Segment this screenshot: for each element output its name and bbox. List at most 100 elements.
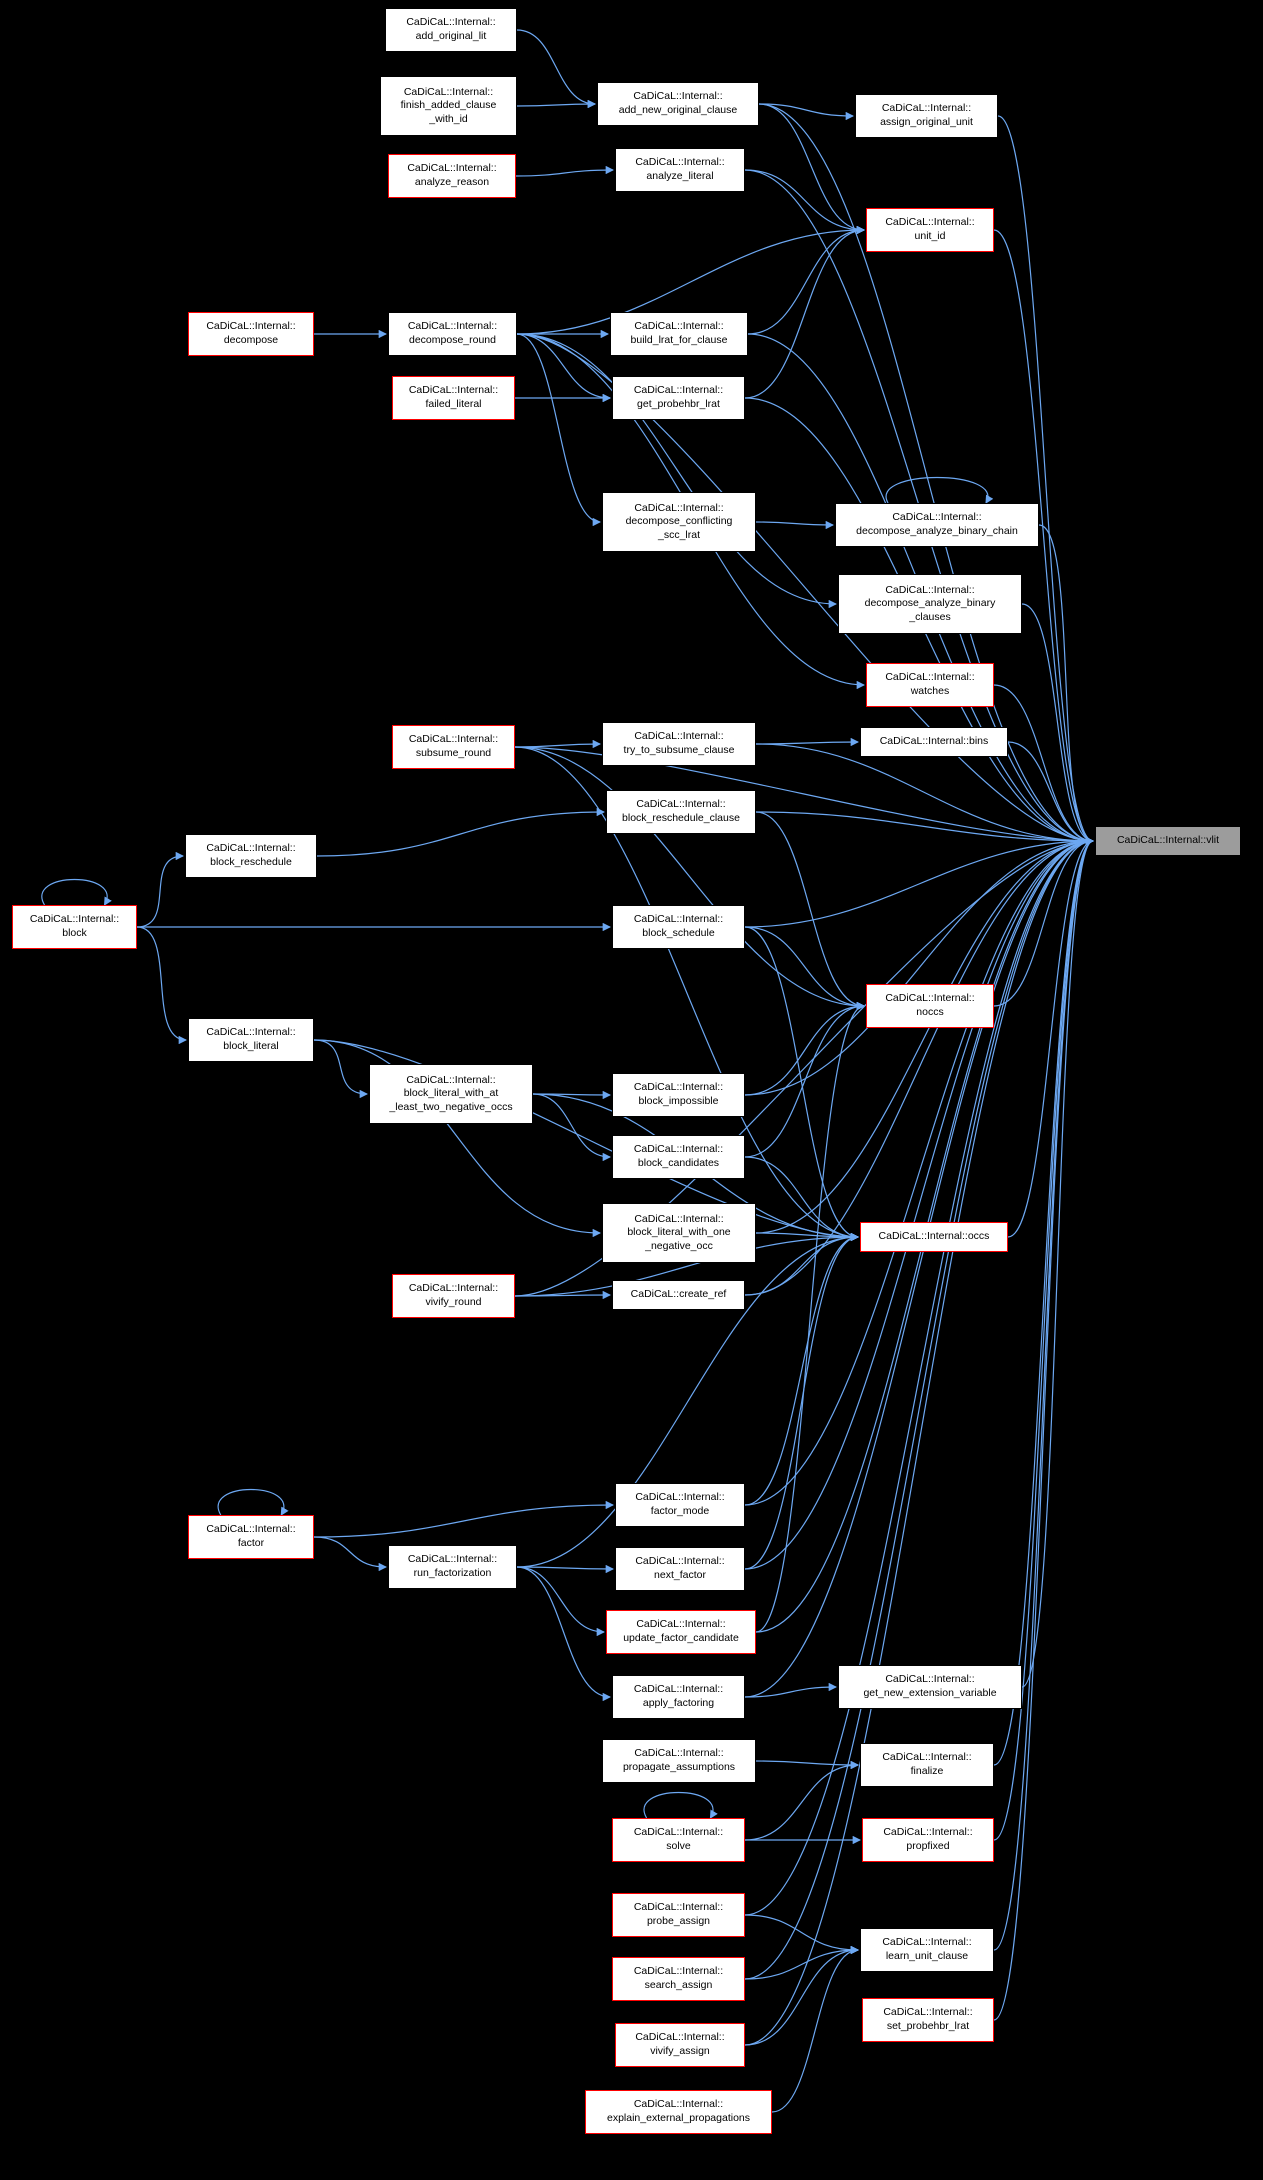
node-finalize[interactable]: CaDiCaL::Internal:: finalize [860,1743,994,1787]
node-block_literal_with_one_negative_occ[interactable]: CaDiCaL::Internal:: block_literal_with_o… [602,1203,756,1263]
node-vlit: CaDiCaL::Internal::vlit [1095,826,1241,856]
node-label: CaDiCaL::Internal:: decompose_analyze_bi… [856,511,1018,537]
node-bins[interactable]: CaDiCaL::Internal::bins [860,727,1008,757]
node-propagate_assumptions[interactable]: CaDiCaL::Internal:: propagate_assumption… [602,1739,756,1783]
edge-block_reschedule_clause--vlit [755,811,1095,846]
edge-get_probehbr_lrat--unit_id [744,225,866,399]
edge-set_probehbr_lrat--vlit [993,836,1095,2021]
node-block_candidates[interactable]: CaDiCaL::Internal:: block_candidates [612,1135,745,1179]
edge-block_impossible--vlit [744,836,1095,1096]
edge-block_literal_with_one_negative_occ--occs [755,1232,860,1242]
node-learn_unit_clause[interactable]: CaDiCaL::Internal:: learn_unit_clause [860,1928,994,1972]
node-label: CaDiCaL::Internal:: next_factor [635,1555,725,1581]
node-factor_mode[interactable]: CaDiCaL::Internal:: factor_mode [615,1483,745,1527]
edge-explain_external_propagations--learn_unit_clause [771,1945,860,2113]
node-decompose_analyze_binary_chain[interactable]: CaDiCaL::Internal:: decompose_analyze_bi… [835,503,1039,547]
node-label: CaDiCaL::Internal:: decompose_round [407,320,498,346]
edge-next_factor--occs [744,1232,860,1570]
node-add_new_original_clause[interactable]: CaDiCaL::Internal:: add_new_original_cla… [597,82,759,126]
node-decompose[interactable]: CaDiCaL::Internal:: decompose [188,312,314,356]
node-explain_external_propagations[interactable]: CaDiCaL::Internal:: explain_external_pro… [585,2090,772,2134]
edge-finish_added_clause_with_id--add_new_original_clause [516,99,597,109]
node-next_factor[interactable]: CaDiCaL::Internal:: next_factor [615,1547,745,1591]
edge-run_factorization--update_factor_candidate [516,1566,606,1637]
node-label: CaDiCaL::Internal:: assign_original_unit [880,102,973,128]
node-block[interactable]: CaDiCaL::Internal:: block [12,905,137,949]
node-vivify_round[interactable]: CaDiCaL::Internal:: vivify_round [392,1274,515,1318]
edge-block_reschedule--block_reschedule_clause [316,807,606,857]
node-analyze_reason[interactable]: CaDiCaL::Internal:: analyze_reason [388,154,516,198]
node-label: CaDiCaL::create_ref [630,1288,727,1301]
node-try_to_subsume_clause[interactable]: CaDiCaL::Internal:: try_to_subsume_claus… [602,722,756,766]
node-probe_assign[interactable]: CaDiCaL::Internal:: probe_assign [612,1893,745,1937]
node-decompose_round[interactable]: CaDiCaL::Internal:: decompose_round [388,312,517,356]
node-search_assign[interactable]: CaDiCaL::Internal:: search_assign [612,1957,745,2001]
node-assign_original_unit[interactable]: CaDiCaL::Internal:: assign_original_unit [855,94,998,138]
edge-block--block_literal [136,926,188,1045]
node-label: CaDiCaL::Internal:: decompose [206,320,296,346]
edge-block_literal_with_at_least_two_negative_occs--block_candidates [532,1093,612,1162]
edge-run_factorization--next_factor [516,1564,615,1574]
node-block_literal_with_at_least_two_negative_occs[interactable]: CaDiCaL::Internal:: block_literal_with_a… [369,1064,533,1124]
node-apply_factoring[interactable]: CaDiCaL::Internal:: apply_factoring [612,1675,745,1719]
edge-block_schedule--occs [744,926,860,1242]
node-noccs[interactable]: CaDiCaL::Internal:: noccs [866,984,994,1028]
node-block_impossible[interactable]: CaDiCaL::Internal:: block_impossible [612,1073,745,1117]
edge-finalize--vlit [993,836,1095,1766]
node-block_schedule[interactable]: CaDiCaL::Internal:: block_schedule [612,905,745,949]
edge-create_ref--occs [744,1232,860,1296]
node-label: CaDiCaL::Internal:: apply_factoring [633,1683,724,1709]
edge-update_factor_candidate--noccs [755,1001,866,1633]
edge-subsume_round--noccs [514,746,866,1011]
edge-factor_mode--occs [744,1232,860,1506]
edge-block_literal_with_at_least_two_negative_occs--block_impossible [532,1090,612,1100]
node-decompose_analyze_binary_clauses[interactable]: CaDiCaL::Internal:: decompose_analyze_bi… [838,574,1022,634]
node-get_probehbr_lrat[interactable]: CaDiCaL::Internal:: get_probehbr_lrat [612,376,745,420]
node-label: CaDiCaL::Internal:: vivify_round [408,1282,499,1308]
node-label: CaDiCaL::Internal:: get_new_extension_va… [863,1673,997,1699]
node-label: CaDiCaL::Internal::vlit [1116,834,1220,847]
node-block_literal[interactable]: CaDiCaL::Internal:: block_literal [188,1018,314,1062]
node-subsume_round[interactable]: CaDiCaL::Internal:: subsume_round [392,725,515,769]
node-label: CaDiCaL::Internal:: unit_id [885,216,975,242]
node-label: CaDiCaL::Internal:: propagate_assumption… [622,1747,736,1773]
node-run_factorization[interactable]: CaDiCaL::Internal:: run_factorization [388,1545,517,1589]
edge-assign_original_unit--vlit [997,115,1095,846]
node-create_ref[interactable]: CaDiCaL::create_ref [612,1280,745,1310]
node-unit_id[interactable]: CaDiCaL::Internal:: unit_id [866,208,994,252]
edge-decompose_analyze_binary_chain--decompose_analyze_binary_chain [885,477,994,504]
node-factor[interactable]: CaDiCaL::Internal:: factor [188,1515,314,1559]
edge-solve--finalize [744,1760,860,1841]
node-decompose_conflicting_scc_lrat[interactable]: CaDiCaL::Internal:: decompose_conflictin… [602,492,756,552]
edge-solve--solve [643,1791,718,1819]
node-add_original_lit[interactable]: CaDiCaL::Internal:: add_original_lit [385,8,517,52]
node-build_lrat_for_clause[interactable]: CaDiCaL::Internal:: build_lrat_for_claus… [610,312,748,356]
node-label: CaDiCaL::Internal:: search_assign [633,1965,724,1991]
node-finish_added_clause_with_id[interactable]: CaDiCaL::Internal:: finish_added_clause … [380,76,517,136]
node-failed_literal[interactable]: CaDiCaL::Internal:: failed_literal [392,376,515,420]
edge-block_candidates--occs [744,1156,860,1242]
edge-factor--run_factorization [313,1536,388,1572]
node-update_factor_candidate[interactable]: CaDiCaL::Internal:: update_factor_candid… [606,1610,756,1654]
node-occs[interactable]: CaDiCaL::Internal::occs [860,1222,1008,1252]
node-set_probehbr_lrat[interactable]: CaDiCaL::Internal:: set_probehbr_lrat [862,1998,994,2042]
node-label: CaDiCaL::Internal:: watches [885,671,975,697]
node-get_new_extension_variable[interactable]: CaDiCaL::Internal:: get_new_extension_va… [838,1665,1022,1709]
node-label: CaDiCaL::Internal:: run_factorization [407,1553,498,1579]
node-analyze_literal[interactable]: CaDiCaL::Internal:: analyze_literal [615,148,745,192]
node-label: CaDiCaL::Internal:: noccs [885,992,975,1018]
node-label: CaDiCaL::Internal:: get_probehbr_lrat [633,384,724,410]
node-watches[interactable]: CaDiCaL::Internal:: watches [866,663,994,707]
edge-build_lrat_for_clause--unit_id [747,225,866,335]
node-block_reschedule_clause[interactable]: CaDiCaL::Internal:: block_reschedule_cla… [606,790,756,834]
edge-watches--vlit [993,684,1095,846]
node-label: CaDiCaL::Internal:: block_impossible [633,1081,724,1107]
node-solve[interactable]: CaDiCaL::Internal:: solve [612,1818,745,1862]
edge-block_schedule--noccs [744,926,866,1011]
edge-analyze_literal--unit_id [744,169,866,235]
node-propfixed[interactable]: CaDiCaL::Internal:: propfixed [862,1818,994,1862]
node-block_reschedule[interactable]: CaDiCaL::Internal:: block_reschedule [185,834,317,878]
edge-decompose_round--decompose_conflicting_scc_lrat [516,333,602,527]
node-vivify_assign[interactable]: CaDiCaL::Internal:: vivify_assign [615,2023,745,2067]
node-label: CaDiCaL::Internal:: subsume_round [408,733,499,759]
